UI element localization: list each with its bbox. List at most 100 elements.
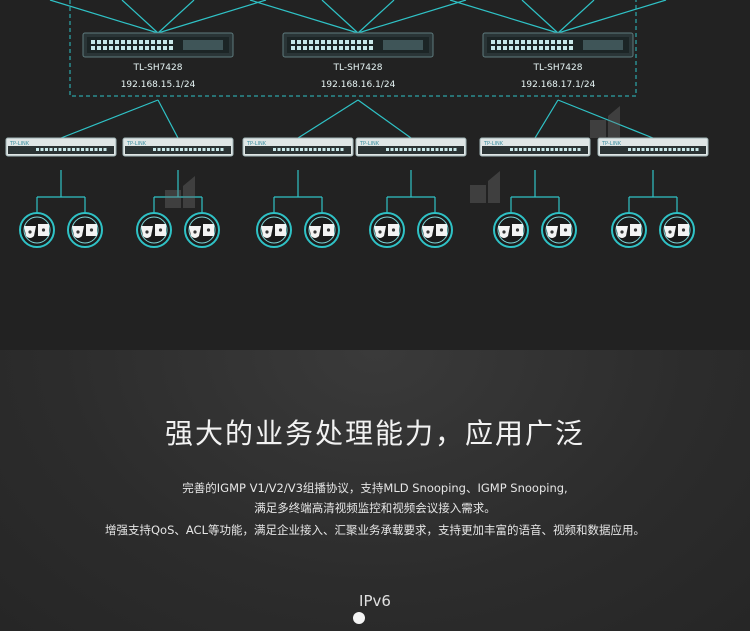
- link-line: [357, 0, 395, 34]
- switch-port: [145, 46, 149, 50]
- endpoint-ring: [541, 212, 577, 248]
- switch-port: [646, 148, 649, 151]
- endpoint-6: [304, 212, 340, 248]
- switch-port: [497, 46, 501, 50]
- switch-port: [72, 148, 75, 151]
- link-line: [49, 0, 159, 34]
- switch-port: [336, 148, 339, 151]
- switch-port: [309, 46, 313, 50]
- switch-port: [573, 148, 576, 151]
- switch-port: [503, 46, 507, 50]
- switch-port: [315, 46, 319, 50]
- switch-port: [528, 148, 531, 151]
- switch-port: [564, 148, 567, 151]
- link-line: [449, 0, 559, 34]
- switch-port: [295, 148, 299, 151]
- endpoint-2: [67, 212, 103, 248]
- switch-port: [151, 40, 155, 44]
- access-point-led: [326, 228, 331, 232]
- endpoint-inner-ring: [308, 216, 336, 244]
- feature-description-line-2: 满足多终端高清视频监控和视频会议接入需求。: [254, 501, 496, 515]
- switch-port: [413, 148, 416, 151]
- switch-port: [550, 148, 554, 151]
- switch-port: [303, 46, 307, 50]
- switch-port: [220, 148, 224, 151]
- access-switch-3: TP-LINK: [242, 137, 354, 157]
- switch-port: [431, 148, 434, 151]
- switch-port: [395, 148, 398, 151]
- switch-port: [369, 46, 373, 50]
- switch-port: [551, 40, 555, 44]
- switch-port: [282, 148, 285, 151]
- camera-lens: [550, 230, 554, 234]
- switch-port: [559, 148, 563, 151]
- switch-port: [322, 148, 326, 151]
- switch-port: [291, 148, 294, 151]
- switch-port: [527, 40, 531, 44]
- switch-port: [390, 148, 394, 151]
- switch-port: [309, 40, 313, 44]
- next-section-dot-indicator[interactable]: [353, 612, 365, 624]
- endpoint-5: [256, 212, 292, 248]
- switch-port: [300, 148, 303, 151]
- camera-lens: [76, 230, 80, 234]
- endpoint-1: [19, 212, 55, 248]
- switch-port: [54, 148, 57, 151]
- endpoint-ring: [304, 212, 340, 248]
- switch-port: [58, 148, 62, 151]
- access-switch-4: TP-LINK: [355, 137, 467, 157]
- endpoint-inner-ring: [71, 216, 99, 244]
- switch-port: [532, 148, 536, 151]
- access-switch-brand: TP-LINK: [359, 141, 380, 147]
- camera-lens: [378, 230, 382, 234]
- switch-port: [537, 148, 540, 151]
- switch-port: [422, 148, 425, 151]
- access-point-led: [206, 228, 211, 232]
- switch-port: [628, 148, 631, 151]
- switch-port: [94, 148, 98, 151]
- switch-port: [103, 46, 107, 50]
- endpoint-ring: [19, 212, 55, 248]
- switch-port: [121, 40, 125, 44]
- switch-port: [163, 40, 167, 44]
- switch-port: [327, 46, 331, 50]
- switch-port: [509, 46, 513, 50]
- endpoint-ring: [369, 212, 405, 248]
- endpoint-inner-ring: [188, 216, 216, 244]
- switch-port: [97, 46, 101, 50]
- switch-port: [533, 40, 537, 44]
- switch-port: [545, 40, 549, 44]
- access-switch-1: TP-LINK: [5, 137, 117, 157]
- switch-port: [99, 148, 102, 151]
- switch-port: [545, 46, 549, 50]
- switch-port: [686, 148, 690, 151]
- feature-section: 强大的业务处理能力，应用广泛 完善的IGMP V1/V2/V3组播协议，支持ML…: [0, 350, 750, 631]
- camera-lens: [193, 230, 197, 234]
- camera-lens: [145, 230, 149, 234]
- switch-port: [277, 148, 281, 151]
- camera-lens: [265, 230, 269, 234]
- switch-port: [677, 148, 681, 151]
- switch-port: [369, 40, 373, 44]
- next-section-label: IPv6: [359, 592, 391, 610]
- switch-port: [63, 148, 66, 151]
- access-switch-brand: TP-LINK: [126, 141, 147, 147]
- camera-lens: [28, 230, 32, 234]
- switch-port: [444, 148, 448, 151]
- switch-port: [166, 148, 170, 151]
- core-switch-model: TL-SH7428: [533, 63, 583, 73]
- switch-port: [426, 148, 430, 151]
- switch-port: [664, 148, 667, 151]
- camera-lens: [426, 230, 430, 234]
- switch-port: [303, 40, 307, 44]
- switch-port: [555, 148, 558, 151]
- switch-port: [157, 40, 161, 44]
- switch-port: [523, 148, 527, 151]
- switch-port: [157, 148, 161, 151]
- switch-port: [641, 148, 645, 151]
- switch-port: [109, 40, 113, 44]
- endpoint-11: [611, 212, 647, 248]
